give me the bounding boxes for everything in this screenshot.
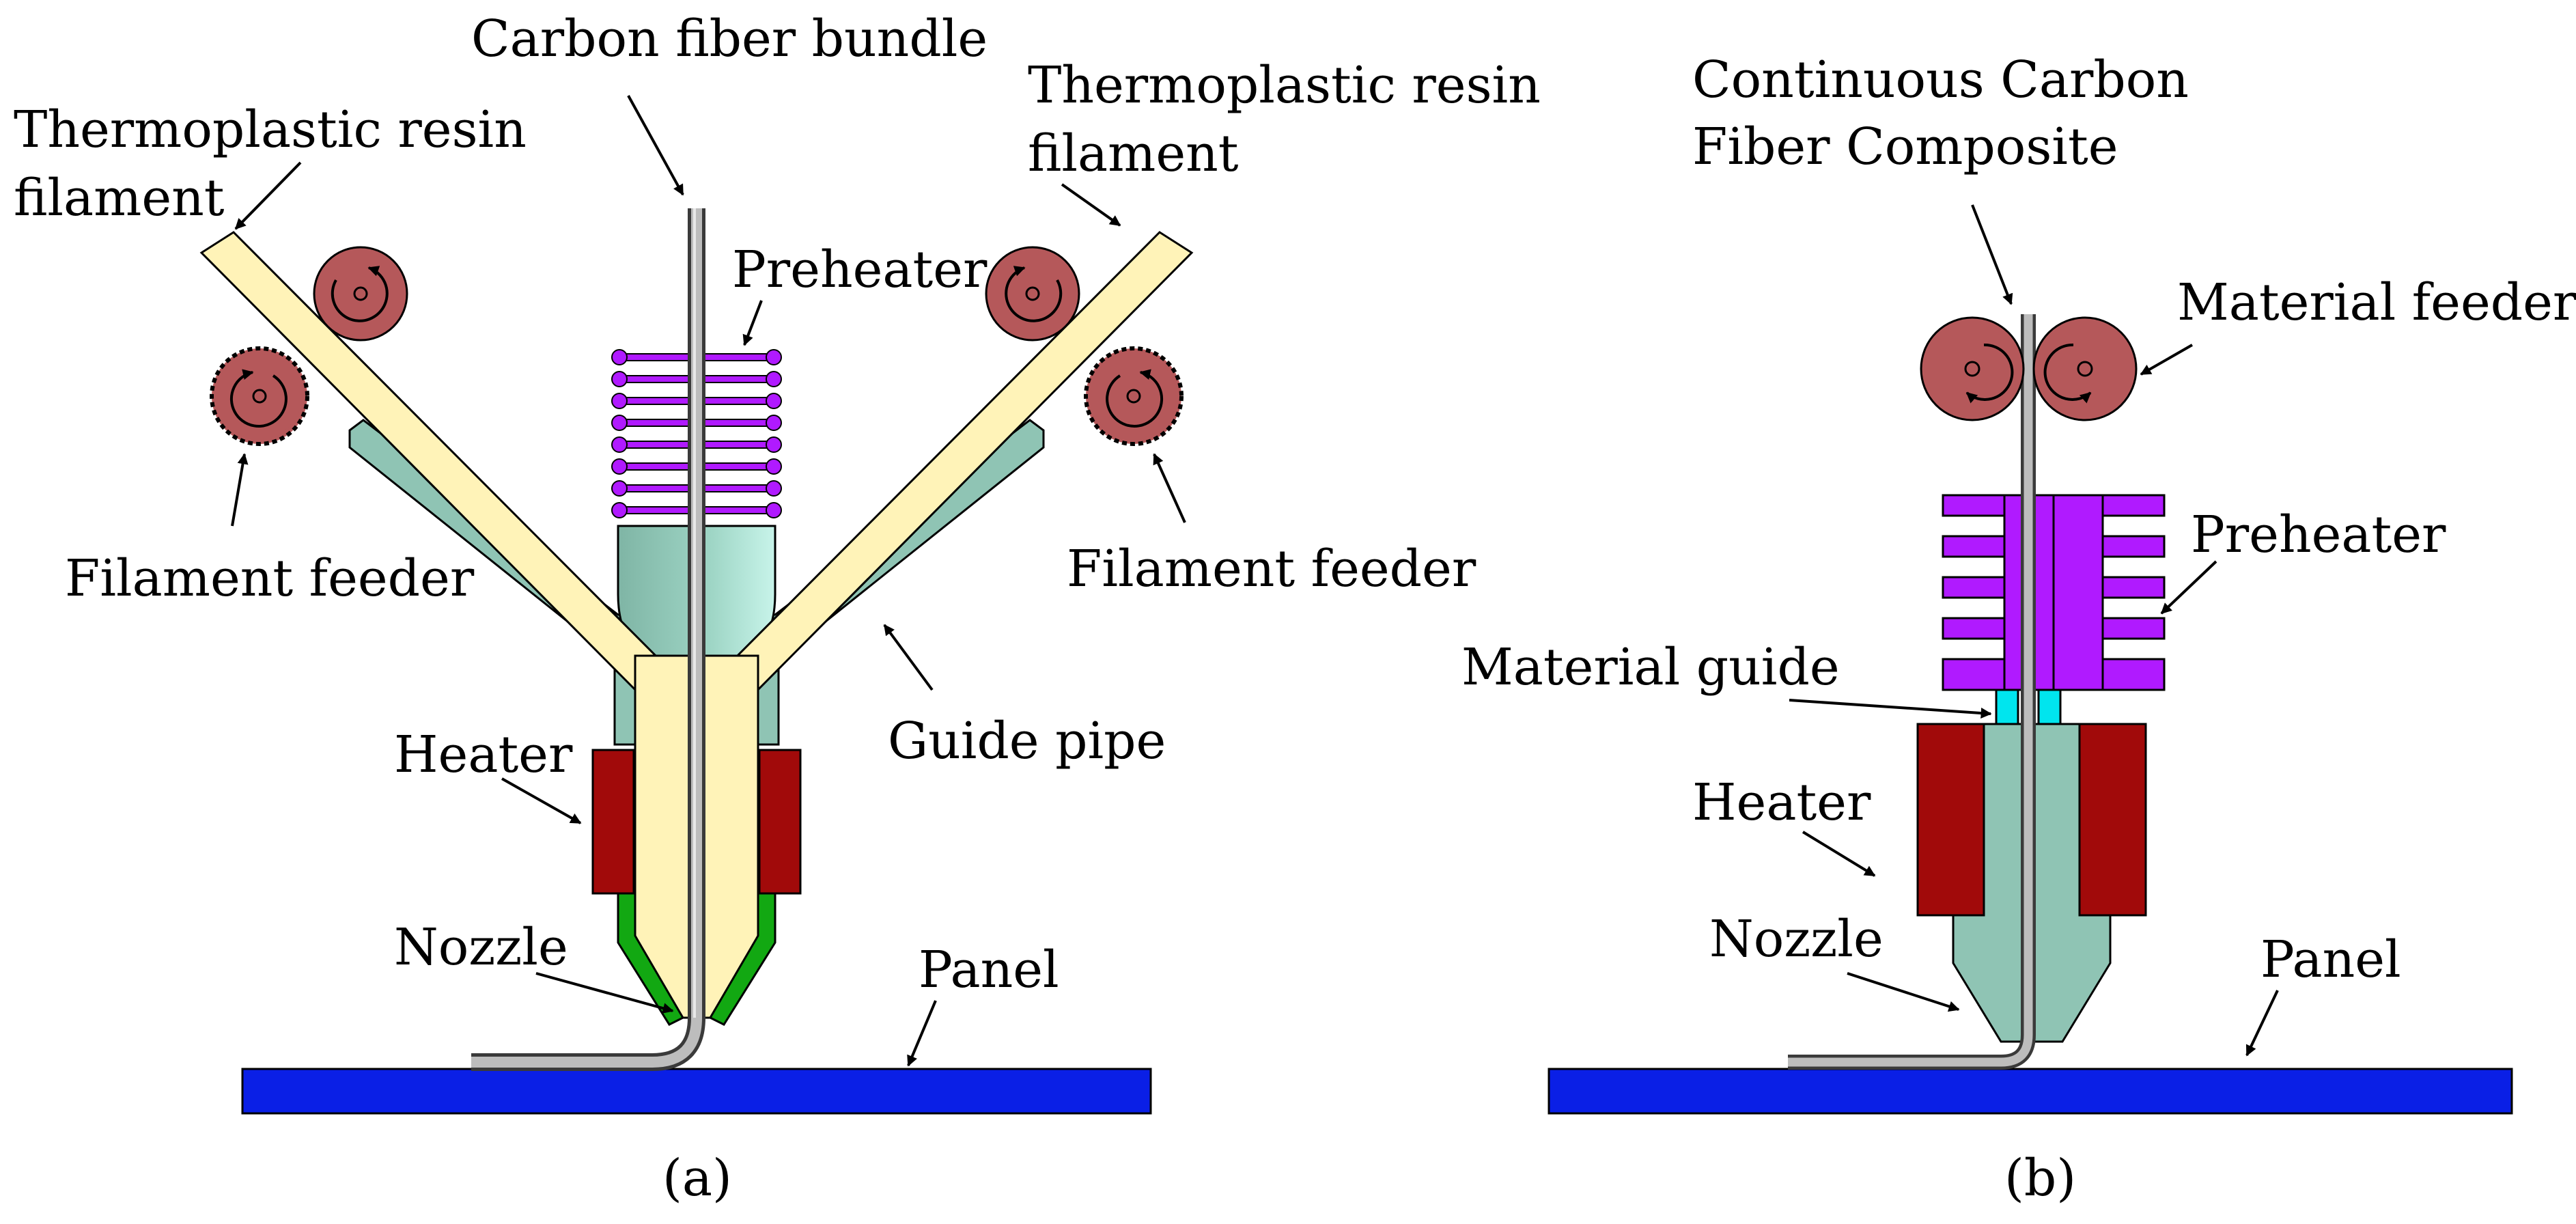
panel-a-label-panel: Panel xyxy=(919,941,1059,999)
panel-a-leader-filament-feeder-left xyxy=(231,453,249,527)
panel-a-heater-left xyxy=(591,749,635,895)
panel-b-leader-panel xyxy=(2245,990,2279,1057)
panel-b-leader-composite xyxy=(1971,204,2013,305)
panel-a-label-preheater: Preheater xyxy=(732,240,988,299)
panel-b-leader-material-feeder xyxy=(2140,344,2193,376)
panel-a-label-resin-right-1: Thermoplastic resin xyxy=(1028,56,1541,115)
panel-b-label-panel: Panel xyxy=(2260,930,2401,989)
panel-a-leader-resin-left xyxy=(234,161,302,230)
panel-a-leader-filament-feeder-right xyxy=(1153,453,1186,523)
panel-b-label-material-guide: Material guide xyxy=(1461,638,1840,697)
panel-a-label-carbon-fiber: Carbon fiber bundle xyxy=(471,10,988,68)
panel-a: Carbon fiber bundle Thermoplastic resin … xyxy=(14,10,1541,1208)
panel-b-label-heater: Heater xyxy=(1692,773,1871,832)
panel-a-guide-pipe-right xyxy=(757,419,1045,746)
panel-b-caption: (b) xyxy=(2004,1149,2076,1208)
panel-a-nozzle-tip-left xyxy=(617,873,685,1026)
panel-b-label-composite-1: Continuous Carbon xyxy=(1692,51,2189,109)
panel-a-filament-left xyxy=(199,231,684,712)
panel-a-label-heater: Heater xyxy=(394,725,573,784)
panel-a-build-plate xyxy=(241,1068,1152,1115)
panel-b: Continuous Carbon Fiber Composite Materi… xyxy=(1461,51,2576,1208)
panel-b-label-nozzle: Nozzle xyxy=(1709,910,1884,969)
panel-a-leader-preheater xyxy=(742,300,763,346)
panel-a-label-filament-feeder-right: Filament feeder xyxy=(1067,540,1476,598)
panel-b-leader-material-guide xyxy=(1789,699,1992,719)
panel-b-heater-right xyxy=(2078,723,2147,917)
panel-a-label-guide-pipe: Guide pipe xyxy=(888,712,1166,770)
panel-a-leader-heater xyxy=(501,777,582,824)
panel-a-filament-right xyxy=(709,231,1194,712)
panel-b-label-material-feeder: Material feeder xyxy=(2177,273,2576,332)
panel-a-nozzle-tip-right xyxy=(708,873,776,1026)
panel-b-build-plate xyxy=(1548,1068,2513,1115)
panel-b-heater-left xyxy=(1916,723,1985,917)
panel-b-preheater xyxy=(1942,494,2166,691)
panel-a-leader-nozzle xyxy=(535,972,674,1014)
panel-a-label-resin-right-2: filament xyxy=(1028,124,1239,183)
panel-a-roller-left-smooth xyxy=(313,246,408,342)
panel-b-label-preheater: Preheater xyxy=(2191,505,2446,564)
panel-b-leader-preheater xyxy=(2160,560,2217,615)
panel-a-label-resin-left-2: filament xyxy=(14,169,225,227)
panel-b-roller-left xyxy=(1920,316,2025,421)
panel-a-caption: (a) xyxy=(662,1149,732,1208)
panel-a-roller-right-smooth xyxy=(985,246,1080,342)
panel-a-label-filament-feeder-left: Filament feeder xyxy=(65,549,475,608)
panel-b-leader-nozzle xyxy=(1847,972,1960,1012)
panel-a-roller-left-gear xyxy=(210,346,309,446)
panel-a-heater-right xyxy=(758,749,802,895)
panel-b-material-guide-right xyxy=(2037,688,2062,725)
panel-b-label-composite-2: Fiber Composite xyxy=(1692,117,2118,176)
panel-a-leader-panel xyxy=(907,1000,937,1067)
panel-a-leader-guide-pipe xyxy=(883,624,934,691)
panel-a-label-nozzle: Nozzle xyxy=(394,918,568,977)
panel-b-leader-heater xyxy=(1802,831,1876,877)
panel-a-label-resin-left-1: Thermoplastic resin xyxy=(14,100,527,159)
panel-a-roller-right-gear xyxy=(1084,346,1184,446)
panel-b-roller-right xyxy=(2032,316,2138,421)
panel-a-leader-carbon-fiber xyxy=(627,95,684,196)
panel-a-leader-resin-right xyxy=(1061,183,1121,227)
panel-b-material-guide-left xyxy=(1995,688,2019,725)
